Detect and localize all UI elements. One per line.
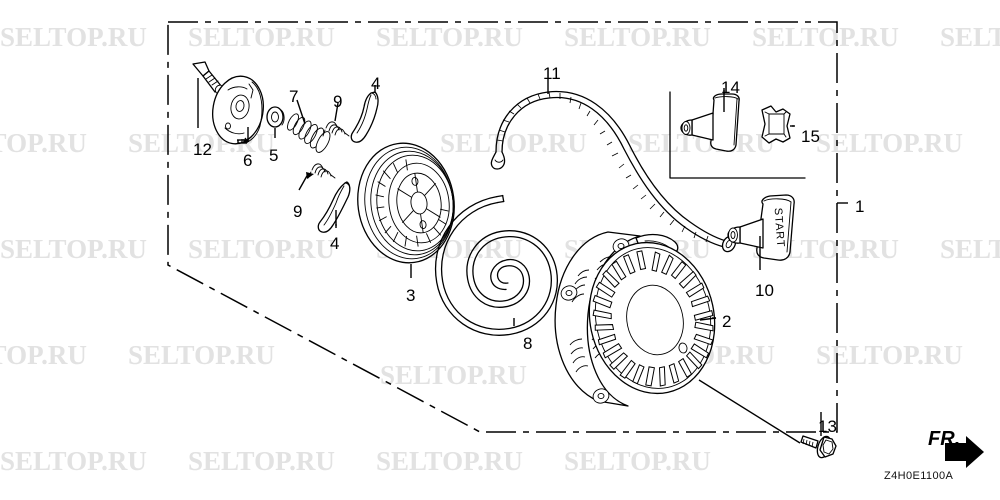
callout-return-spring: 7 [289,87,299,106]
part-recoil-spring [434,194,559,336]
diagram-part-number: Z4H0E1100A [884,470,954,482]
svg-text:START: START [772,207,787,248]
callout-recoil-spring: 8 [523,334,533,353]
callout-ratchet-pawl: 4 [371,74,381,93]
callout-shoulder-bolt: 12 [193,140,212,159]
callout-starter-grip: 10 [755,281,774,300]
part-flange-bolt [698,379,837,459]
part-starter-grip [727,194,795,270]
callout-pawl-spring: 9 [293,202,303,221]
callout-recoil-starter-assembly: 1 [855,197,865,216]
assembly-boundary [167,21,838,433]
callout-starter-rope: 11 [543,64,561,83]
callout-t-handle-knob: 14 [721,78,740,97]
part-starter-rope [490,78,737,253]
part-starter-housing [554,231,717,407]
part-t-handle-knob [680,88,740,152]
part-pawl-spring-upper [322,102,350,137]
fr-direction-label: FR. [928,428,961,450]
rope-knot-end [490,151,506,170]
callout-friction-washer: 5 [269,146,279,165]
part-friction-washer [266,106,285,138]
leader-6 [237,127,249,143]
inset-box-grip-detail [669,88,806,179]
callout-flange-bolt: 13 [818,417,837,436]
callout-ratchet-guide: 6 [243,151,253,170]
part-ratchet-pawl-lower [317,181,351,233]
fr-direction-arrow [945,436,984,468]
part-ratchet-guide [212,75,264,145]
callout-starter-reel: 3 [406,286,416,305]
part-starter-reel [357,142,455,278]
callout-grip-insert: 15 [801,127,820,146]
part-ratchet-pawl-upper [350,85,379,143]
part-grip-insert [761,105,795,144]
part-pawl-spring-lower [298,163,336,191]
starter-grip-start-text: START [772,207,787,248]
part-return-spring [287,99,331,153]
callout-starter-housing: 2 [722,312,732,331]
callout-ratchet-pawl: 4 [330,234,340,253]
callout-pawl-spring: 9 [333,92,343,111]
